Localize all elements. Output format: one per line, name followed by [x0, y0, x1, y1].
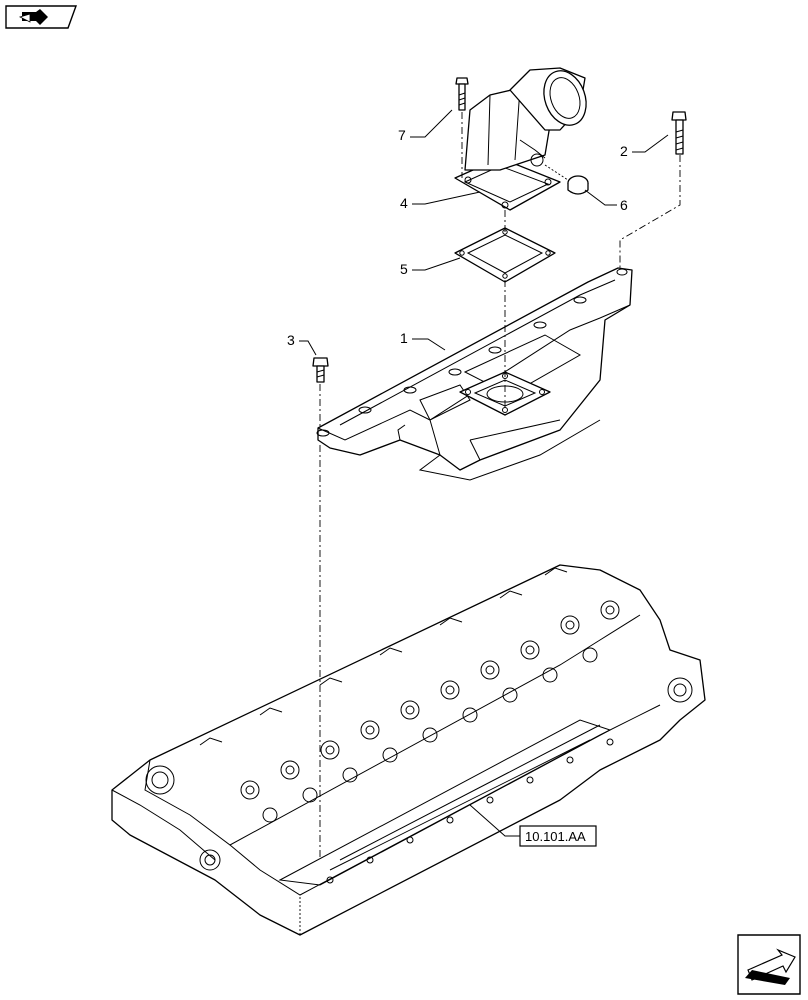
callout-4[interactable]: 4 — [400, 191, 481, 211]
bolt-7 — [455, 77, 469, 111]
bolt-3 — [312, 357, 329, 383]
callout-label: 6 — [620, 197, 628, 213]
intake-elbow — [454, 67, 587, 211]
callout-1[interactable]: 1 — [400, 330, 446, 351]
callout-6[interactable]: 6 — [584, 189, 628, 213]
reference-label: 10.101.AA — [525, 829, 586, 844]
plug — [544, 164, 589, 195]
reference-link[interactable]: 10.101.AA — [469, 804, 597, 847]
book-arrow-icon[interactable] — [5, 5, 77, 29]
callout-label: 4 — [400, 195, 408, 211]
callout-label: 5 — [400, 261, 408, 277]
callout-label: 2 — [620, 143, 628, 159]
bolt-2 — [671, 111, 687, 155]
intake-manifold — [316, 267, 633, 481]
callout-7[interactable]: 7 — [398, 109, 453, 143]
callout-label: 3 — [287, 332, 295, 348]
callout-label: 1 — [400, 330, 408, 346]
callout-2[interactable]: 2 — [620, 134, 669, 159]
callout-label: 7 — [398, 127, 406, 143]
callout-3[interactable]: 3 — [287, 332, 317, 356]
callout-5[interactable]: 5 — [400, 257, 461, 277]
gasket — [454, 227, 556, 283]
cylinder-head — [111, 564, 706, 936]
next-page-arrow-icon[interactable] — [737, 934, 801, 995]
assembly-lines — [319, 112, 681, 860]
